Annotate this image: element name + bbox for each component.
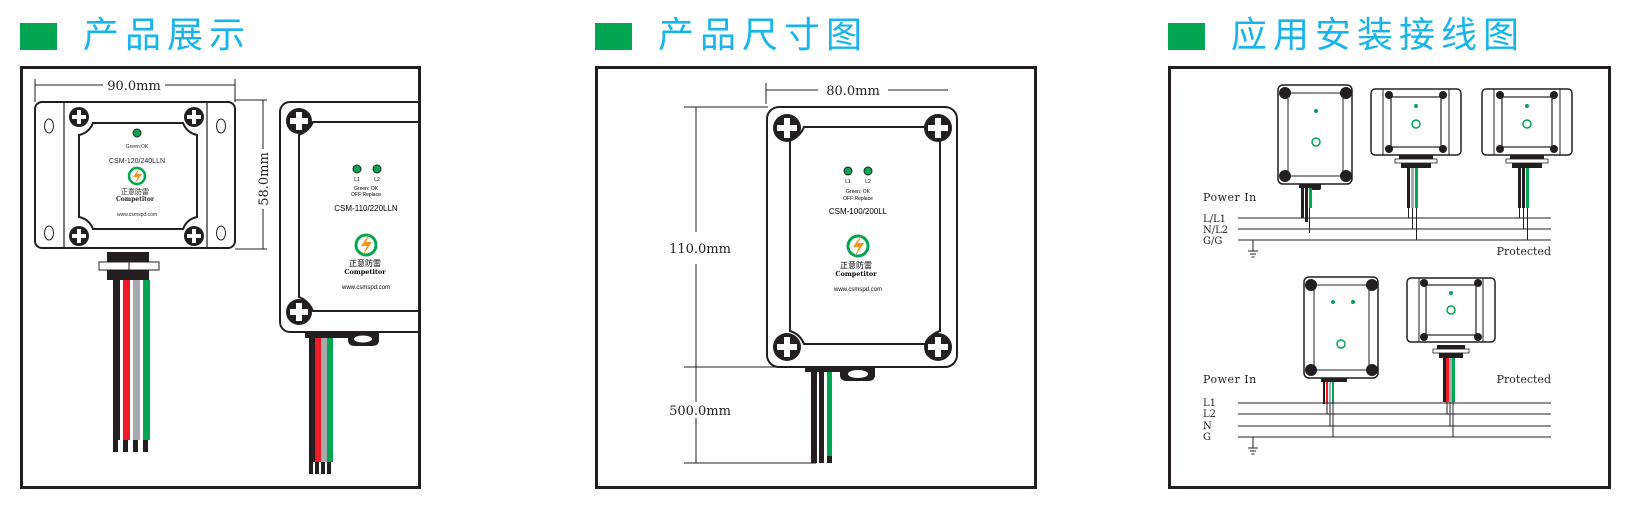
status-led-l1-icon <box>843 166 853 176</box>
screw-icon <box>184 107 204 127</box>
svg-text:Green: OK: Green: OK <box>354 186 379 192</box>
wiring-diagram-top: Power In L/L1 N/L2 G/G Protected <box>1203 84 1573 258</box>
section-title: 应用安装接线图 <box>1231 15 1526 56</box>
screw-icon <box>924 333 952 361</box>
svg-text:L1: L1 <box>845 179 851 185</box>
svg-text:www.csmspd.com: www.csmspd.com <box>833 287 882 293</box>
screw-icon <box>286 299 312 325</box>
screw-icon <box>69 226 89 246</box>
ground-icon <box>1248 240 1258 258</box>
panel-dimension-drawing: 80.0mm 110.0mm 500.0mm L1 L2 Green: <box>595 66 1037 489</box>
dimension-cable: 500.0mm <box>669 367 816 464</box>
status-led-l2-icon <box>863 166 873 176</box>
svg-text:正意防雷: 正意防雷 <box>840 260 872 270</box>
device-mini-a <box>1277 84 1353 190</box>
svg-text:Protected: Protected <box>1497 245 1551 258</box>
device-csm-100-200ll: L1 L2 Green: OK OFF:Replace CSM-100/200L… <box>766 106 958 381</box>
section-header: 产品尺寸图 <box>595 14 868 58</box>
section-header: 产品展示 <box>20 14 251 58</box>
device-csm-110-220lln: L1 L2 Green: OK OFF:Replace CSM-110/220L… <box>279 101 454 346</box>
svg-text:Competitor: Competitor <box>344 268 386 276</box>
wiring-diagram-bottom: Power In Protected L1 L2 N G <box>1203 276 1551 455</box>
device-mini-d <box>1303 276 1379 382</box>
svg-text:www.csmspd.com: www.csmspd.com <box>341 285 390 291</box>
wiring-illustration: Power In L/L1 N/L2 G/G Protected <box>1203 84 1573 455</box>
product-display-illustration: 90.0mm 58.0mm Green:OK CSM-120/24 <box>34 79 454 474</box>
green-square-icon <box>595 22 632 50</box>
brand-logo-icon <box>846 234 870 258</box>
svg-text:Power In: Power In <box>1203 373 1257 386</box>
status-led-icon <box>132 128 142 138</box>
cable-gland <box>98 252 160 280</box>
svg-text:Power In: Power In <box>1203 191 1257 204</box>
svg-text:Green:OK: Green:OK <box>126 144 149 150</box>
dimension-illustration: 80.0mm 110.0mm 500.0mm L1 L2 Green: <box>669 83 958 464</box>
brand-logo-icon <box>354 233 378 257</box>
screw-icon <box>924 114 952 142</box>
screw-icon <box>773 333 801 361</box>
dimension-height: 110.0mm <box>669 106 816 368</box>
dimension-width: 80.0mm <box>765 83 948 104</box>
device-csm-120-240lln: Green:OK CSM-120/240LLN 正意防雷 Competitor … <box>34 101 236 249</box>
brand-logo-icon <box>127 166 147 186</box>
svg-text:CSM-110/220LLN: CSM-110/220LLN <box>334 204 398 213</box>
dimension-height: 58.0mm <box>235 99 272 250</box>
ground-icon <box>1248 437 1258 455</box>
svg-text:110.0mm: 110.0mm <box>669 242 731 257</box>
section-title: 产品尺寸图 <box>658 15 869 56</box>
svg-text:L2: L2 <box>865 179 871 185</box>
svg-text:L1: L1 <box>354 177 360 183</box>
screw-icon <box>184 226 204 246</box>
svg-text:L1: L1 <box>1203 398 1216 409</box>
svg-text:Protected: Protected <box>1497 373 1551 386</box>
svg-text:Competitor: Competitor <box>116 196 155 203</box>
green-square-icon <box>20 22 57 50</box>
panel-product-display: 90.0mm 58.0mm Green:OK CSM-120/24 <box>20 66 454 489</box>
svg-text:CSM-100/200LL: CSM-100/200LL <box>829 207 888 216</box>
wires <box>811 372 832 463</box>
svg-text:58.0mm: 58.0mm <box>257 152 272 206</box>
device-mini-b <box>1370 88 1462 168</box>
svg-text:G: G <box>1203 432 1211 443</box>
svg-text:N/L2: N/L2 <box>1203 225 1228 236</box>
svg-text:L2: L2 <box>374 177 380 183</box>
green-square-icon <box>1168 22 1205 50</box>
svg-text:80.0mm: 80.0mm <box>826 84 880 99</box>
svg-text:Competitor: Competitor <box>835 270 877 278</box>
svg-text:OFF:Replace: OFF:Replace <box>843 196 873 202</box>
svg-text:L2: L2 <box>1203 409 1216 420</box>
svg-text:90.0mm: 90.0mm <box>107 79 161 94</box>
svg-text:www.csmspd.com: www.csmspd.com <box>117 212 157 218</box>
svg-text:正意防雷: 正意防雷 <box>121 187 149 196</box>
svg-text:N: N <box>1203 421 1212 432</box>
svg-text:Green: OK: Green: OK <box>846 189 871 195</box>
screw-icon <box>69 107 89 127</box>
svg-text:L/L1: L/L1 <box>1203 214 1226 225</box>
screw-icon <box>286 108 312 134</box>
section-title: 产品展示 <box>83 15 252 56</box>
status-led-l1-icon <box>352 164 362 174</box>
section-header: 应用安装接线图 <box>1168 14 1525 58</box>
svg-text:正意防雷: 正意防雷 <box>349 258 381 268</box>
svg-text:OFF:Replace: OFF:Replace <box>351 192 381 198</box>
svg-text:500.0mm: 500.0mm <box>669 404 731 419</box>
device-mini-c <box>1481 88 1573 168</box>
wires <box>113 280 150 452</box>
status-led-l2-icon <box>372 164 382 174</box>
screw-icon <box>773 114 801 142</box>
svg-text:G/G: G/G <box>1203 236 1222 247</box>
wires-device-2 <box>309 338 333 474</box>
svg-text:CSM-120/240LLN: CSM-120/240LLN <box>109 158 165 165</box>
dimension-width: 90.0mm <box>34 79 236 102</box>
device-mini-e <box>1406 277 1496 358</box>
panel-wiring-diagram: Power In L/L1 N/L2 G/G Protected <box>1168 66 1611 489</box>
